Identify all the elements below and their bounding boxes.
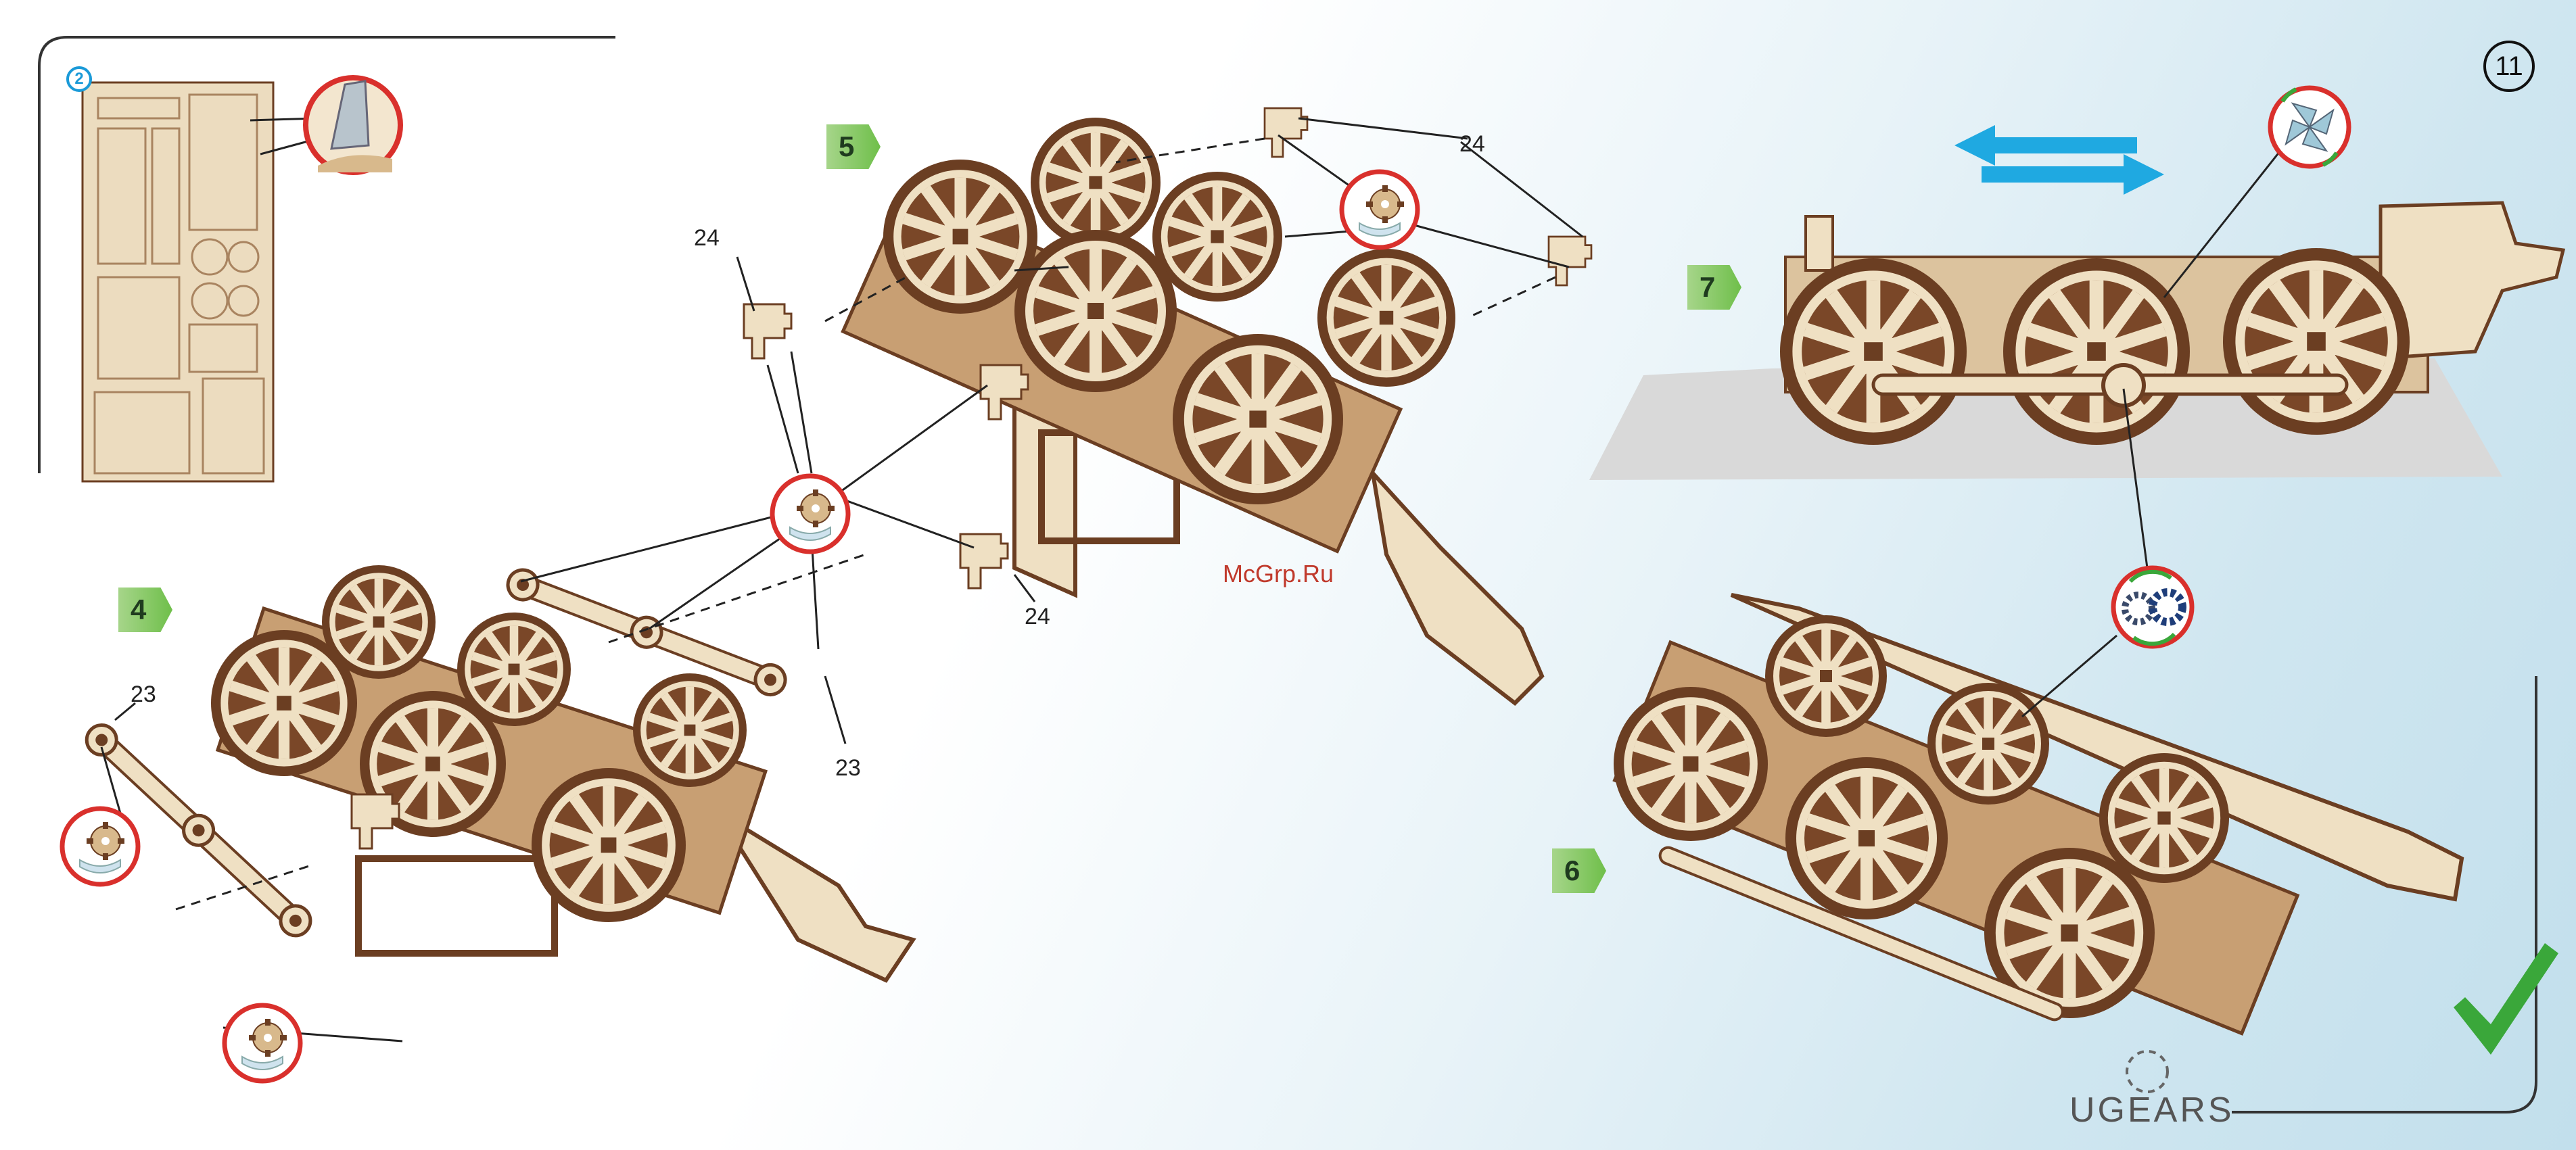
brand-logo-text: UGEARS xyxy=(2069,1090,2234,1130)
step5-assembly xyxy=(843,118,1542,703)
part-label-23-left: 23 xyxy=(131,681,156,708)
step7-assembly xyxy=(1589,203,2563,480)
part-label-24-bottom: 24 xyxy=(1025,604,1050,630)
part-24-a xyxy=(744,304,791,358)
movement-arrows xyxy=(1954,125,2164,195)
part-label-24-top-right: 24 xyxy=(1459,131,1485,158)
cutter-blade-icon xyxy=(306,78,400,172)
step4-assembly xyxy=(211,565,913,980)
part-24-c xyxy=(1265,108,1307,157)
sheet-number-badge: 2 xyxy=(66,66,92,92)
part-label-23-center: 23 xyxy=(835,755,861,782)
checkmark-icon xyxy=(2454,943,2558,1055)
pinwheel-icon xyxy=(2270,88,2349,166)
gears-rotate-icon xyxy=(2113,568,2192,646)
ugears-logo-gear xyxy=(2127,1051,2168,1092)
page-number: 11 xyxy=(2483,41,2535,92)
part-24-b xyxy=(960,534,1008,588)
step6-assembly xyxy=(1614,595,2462,1034)
watermark: McGrp.Ru xyxy=(1223,560,1334,588)
plywood-sheet xyxy=(83,82,273,481)
part-label-24-top-left: 24 xyxy=(694,225,720,251)
